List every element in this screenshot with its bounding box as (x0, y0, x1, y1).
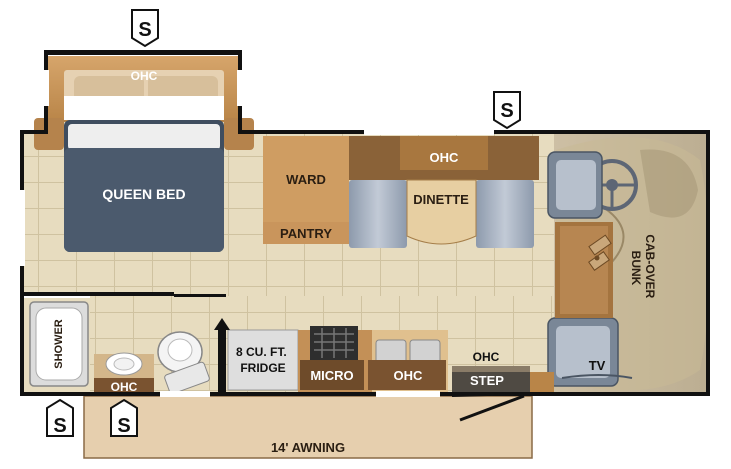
fridge-label-line1: 8 CU. FT. (236, 345, 287, 359)
cab-over-label-line2: BUNK (629, 251, 643, 286)
stove-icon (310, 326, 358, 360)
awning: 14' AWNING (83, 395, 533, 459)
queen-bed-label: QUEEN BED (102, 186, 185, 202)
slide-marker-symbol: S (138, 19, 151, 41)
dinette: OHC DINETTE (349, 136, 539, 248)
toilet-icon (157, 331, 210, 395)
tv-label: TV (589, 358, 606, 373)
console-items-icon (588, 234, 612, 271)
dinette-ohc-label: OHC (430, 150, 460, 165)
slide-marker-symbol: S (500, 100, 513, 122)
fridge-label-line2: FRIDGE (240, 361, 285, 375)
micro-label: MICRO (310, 368, 353, 383)
bath-ohc-label: OHC (111, 380, 138, 394)
pantry-label: PANTRY (280, 226, 332, 241)
slide-marker-symbol: S (53, 415, 66, 437)
slide-marker-bottom-left: S (46, 398, 74, 437)
slide-marker-bottom-middle: S (110, 398, 138, 437)
slide-marker-symbol: S (117, 415, 130, 437)
passenger-seat (547, 317, 633, 387)
wardrobe: WARD (263, 136, 349, 222)
bathroom: SHOWER OHC (24, 298, 210, 395)
cab-over-label-line1: CAB-OVER (643, 234, 657, 298)
interior-walls (24, 292, 230, 392)
tv: TV (589, 358, 606, 373)
slide-marker-top-left: S (131, 9, 159, 48)
dinette-label: DINETTE (413, 192, 469, 207)
window-openings (19, 70, 494, 397)
wardrobe-label: WARD (286, 172, 326, 187)
console-cabinet (555, 222, 613, 318)
bedroom-slide: OHC (34, 56, 254, 150)
svg-text:CAB-OVER BUNK: CAB-OVER BUNK (629, 234, 657, 301)
bed-ohc-label: OHC (131, 69, 158, 83)
awning-label: 14' AWNING (271, 440, 345, 455)
shower: SHOWER (29, 301, 89, 387)
kitchen-ohc-label: OHC (394, 368, 424, 383)
driver-seat (547, 151, 603, 219)
entry-door (451, 393, 525, 422)
step-label: STEP (470, 373, 504, 388)
svg-text:8 CU. FT. FRIDGE: 8 CU. FT. FRIDGE (236, 345, 290, 375)
slide-marker-top-right: S (493, 91, 521, 130)
queen-bed: QUEEN BED (64, 120, 224, 252)
shower-label: SHOWER (53, 319, 65, 369)
entry-step: OHC STEP (452, 350, 554, 392)
fridge: 8 CU. FT. FRIDGE (227, 329, 299, 391)
microwave: MICRO (300, 360, 364, 390)
entry-ohc-label: OHC (473, 350, 500, 364)
pantry: PANTRY (263, 222, 349, 244)
bathroom-sink: OHC (94, 352, 154, 394)
